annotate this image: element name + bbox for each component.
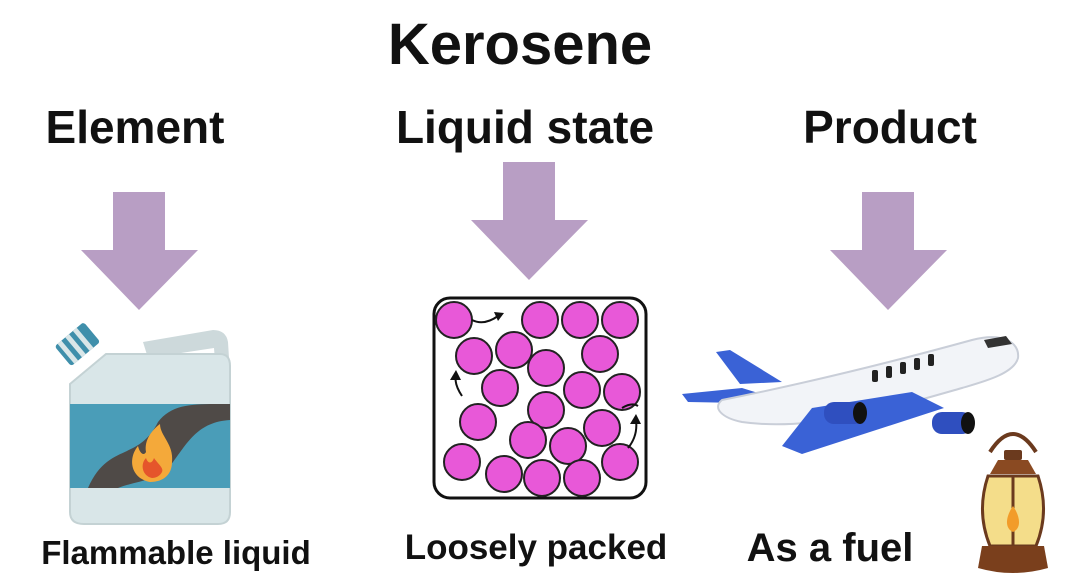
down-arrow-icon: [471, 162, 588, 280]
lantern-icon: [978, 432, 1048, 573]
arrow-shape: [830, 192, 947, 310]
heading-liquid-state: Liquid state: [395, 101, 655, 153]
particle: [523, 459, 561, 497]
particle-box-icon: [432, 296, 648, 500]
caption-as-a-fuel: As a fuel: [746, 526, 914, 570]
arrow-shape: [471, 162, 588, 280]
airplane-tail: [716, 350, 782, 384]
canister-cap: [55, 323, 100, 366]
airplane-engine: [932, 412, 975, 434]
particle: [527, 391, 565, 429]
canister-handle: [143, 330, 230, 374]
particle: [601, 301, 639, 339]
particle: [563, 459, 601, 497]
particle: [527, 349, 565, 387]
particle: [435, 301, 473, 339]
airplane-fuselage: [717, 336, 1020, 426]
airplane-icon: [682, 336, 1020, 454]
lantern-top: [990, 460, 1036, 474]
heading-element: Element: [45, 101, 225, 153]
particle: [603, 373, 641, 411]
particle: [455, 337, 493, 375]
airplane-windows: [872, 354, 934, 382]
particle: [601, 443, 639, 481]
particle: [459, 403, 497, 441]
airplane-engine: [824, 402, 867, 424]
motion-arrow-icon: [471, 315, 499, 324]
particle: [563, 371, 601, 409]
lantern-base: [978, 546, 1048, 573]
particle: [485, 455, 523, 493]
particle: [509, 421, 547, 459]
flame-icon: [132, 424, 173, 482]
airplane-main-wing: [782, 392, 944, 454]
heading-product: Product: [803, 101, 977, 153]
particle: [561, 301, 599, 339]
airplane-cockpit: [984, 336, 1012, 348]
diagram-title: Kerosene: [387, 12, 653, 77]
caption-flammable-liquid: Flammable liquid: [41, 534, 311, 571]
flame-icon: [1006, 506, 1020, 532]
particle: [443, 443, 481, 481]
down-arrow-icon: [830, 192, 947, 310]
particle: [481, 369, 519, 407]
caption-loosely-packed: Loosely packed: [404, 528, 668, 567]
motion-arrow-icon: [621, 403, 639, 409]
lantern-handle: [988, 432, 1038, 454]
particle: [581, 335, 619, 373]
particle: [495, 331, 533, 369]
fuel-canister-icon: [55, 323, 231, 525]
down-arrow-icon: [81, 192, 198, 310]
particle: [521, 301, 559, 339]
arrow-shape: [81, 192, 198, 310]
particle: [549, 427, 587, 465]
particle: [583, 409, 621, 447]
